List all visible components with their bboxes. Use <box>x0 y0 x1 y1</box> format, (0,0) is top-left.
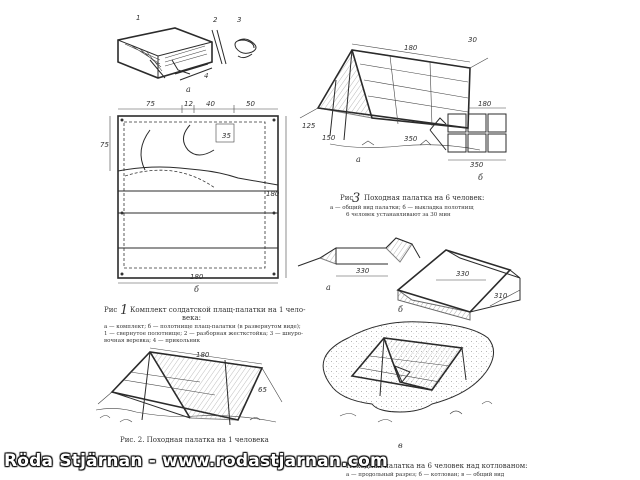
fig4-general-view: в <box>322 321 494 450</box>
site-watermark: Röda Stjärnan - www.rodastjarnan.com <box>4 451 388 471</box>
fig1-caption-prefix: Рис <box>104 306 117 314</box>
dim-right-180: 180 <box>266 190 280 198</box>
fig4-label-b: б <box>398 305 403 314</box>
part-number-2: 2 <box>213 16 218 24</box>
fig1-title: Комплект солдатской плащ-палатки на 1 че… <box>130 306 306 314</box>
fig4-pit: 330 310 б <box>396 249 521 321</box>
fig3-dim-top-180: 180 <box>404 44 418 52</box>
fig4-dim-330a: 330 <box>356 267 370 275</box>
fig3-caption-prefix: Рис <box>340 194 353 202</box>
dim-left-75: 75 <box>100 141 109 149</box>
fig3-dim-left-125: 125 <box>302 122 316 130</box>
fig3-label-b: б <box>478 173 483 182</box>
fig3-tent-illustration: 180 125 150 30 350 а <box>299 36 489 164</box>
fig1-desc-line-3: вочная веревка; 4 — прикольник <box>104 338 201 344</box>
fig4-caption-title: Походная палатка на 6 человек над котлов… <box>346 462 528 470</box>
dim-bottom-180: 180 <box>190 273 204 281</box>
fig3-plan-dim-180: 180 <box>478 100 492 108</box>
fig2-tent-illustration: 180 65 Рис. 2. Походная палатка на 1 чел… <box>95 347 283 444</box>
fig1-number: 1 <box>120 303 128 318</box>
dim-side-35: 35 <box>222 132 231 140</box>
fig1-kit-illustration: 1 2 3 4 а <box>117 14 257 94</box>
part-number-3: 3 <box>237 16 241 24</box>
dim-top-50: 50 <box>246 100 255 108</box>
fig1-label-a: а <box>186 85 191 94</box>
fig3-dim-top-30: 30 <box>468 36 477 44</box>
fig2-caption: Рис. 2. Походная палатка на 1 человека <box>120 436 269 444</box>
part-number-1: 1 <box>136 14 140 22</box>
fig4-section: 330 а <box>297 237 421 292</box>
fig4-dim-310: 310 <box>494 292 508 300</box>
fig3-title: Походная палатка на 6 человек: <box>364 194 484 202</box>
dim-top-40: 40 <box>206 100 215 108</box>
fig3-number: 3 <box>352 191 360 206</box>
fig3-label-a: а <box>356 155 361 164</box>
fig1-desc-line-2: 1 — свернутое полотнище; 2 — разборная ж… <box>104 330 303 337</box>
fig4-label-a: а <box>326 283 331 292</box>
fig3-desc-line-2: 6 человек устанавливают за 30 мин <box>346 212 451 218</box>
fig4-dim-330b: 330 <box>456 270 470 278</box>
fig1-label-b: б <box>194 285 199 294</box>
fig4-caption: Походная палатка на 6 человек над котлов… <box>346 462 528 478</box>
fig1-title-cont: века: <box>182 314 201 322</box>
fig4-label-v: в <box>398 441 403 450</box>
fig3-dim-right-350: 350 <box>404 135 418 143</box>
fig3-desc-line-1: а — общий вид палатки; б — выкладка поло… <box>330 204 474 211</box>
dim-top-75: 75 <box>146 100 155 108</box>
fig2-dim-65: 65 <box>258 386 267 394</box>
fig1-desc-line-1: а — комплект; б — полотнище плащ-палатки… <box>104 323 301 330</box>
part-number-4: 4 <box>204 72 208 80</box>
fig1-caption: Рис 1 Комплект солдатской плащ-палатки н… <box>104 303 306 344</box>
fig2-dim-180: 180 <box>196 351 210 359</box>
fig4-caption-desc: а — продольный разрез; б — котлован; в —… <box>346 471 505 478</box>
fig3-dim-left-150: 150 <box>322 134 336 142</box>
fig3-plan-dim-350: 350 <box>470 161 484 169</box>
fig1-sheet-plan: 75 12 40 50 75 35 180 180 б <box>100 100 287 294</box>
fig3-caption: Рис 3 Походная палатка на 6 человек: а —… <box>330 191 484 218</box>
fig3-layout-plan: 180 350 б <box>429 100 507 182</box>
dim-top-12: 12 <box>184 100 193 108</box>
